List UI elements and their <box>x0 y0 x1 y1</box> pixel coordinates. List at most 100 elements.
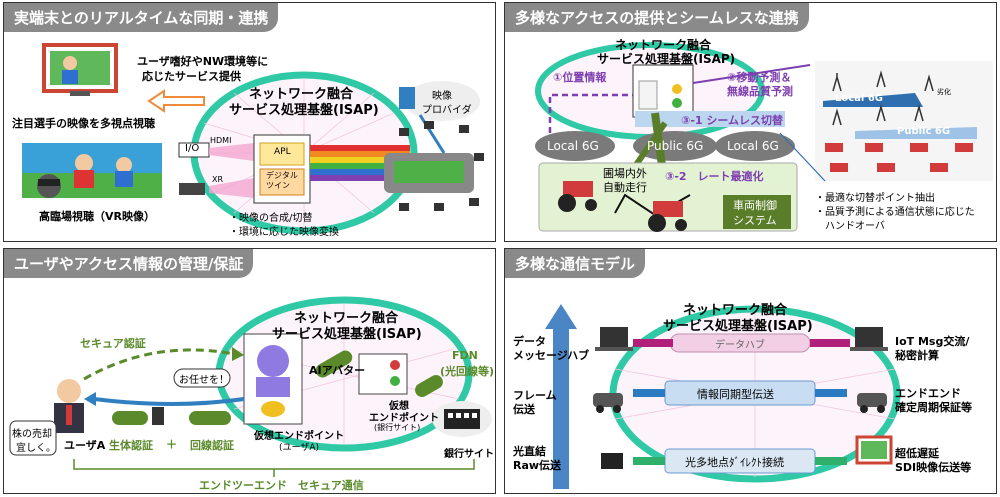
cloud-local-a <box>535 131 615 161</box>
avatar-arrow <box>93 397 245 406</box>
layer-direct-label: 光多地点ﾀﾞｲﾚｸﾄ接続 <box>685 456 784 469</box>
panel-comm-models: 多様な通信モデル ネットワーク融合 サービス処理基盤(ISAP) デ <box>504 248 997 494</box>
user-pref-text: ユーザ嗜好やNW環境等に <box>137 55 269 68</box>
vep-user-label2: (ユーザA) <box>279 443 319 453</box>
vep-bank-label3: (銀行サイト) <box>374 423 421 432</box>
ai-avatar-label: AIアバター <box>309 364 366 377</box>
fdn-label2: (光回線等) <box>440 365 495 378</box>
e2e-label: エンドツーエンド セキュア通信 <box>199 479 364 492</box>
tractor-icon <box>558 181 597 212</box>
rate-label: ③-2 レート最適化 <box>665 170 764 183</box>
bullet-switch: ・最適な切替ポイント抽出 <box>815 193 935 204</box>
field-auto-label2: 自動走行 <box>603 181 647 194</box>
vr-device <box>179 183 205 195</box>
panel-title: 多様な通信モデル <box>505 249 646 278</box>
degrade-label: 劣化 <box>937 88 951 96</box>
iot-label: IoT Msg交流/ <box>895 335 970 348</box>
io-label: I/O <box>185 143 200 154</box>
move-pred-label2: 無線品質予測 <box>727 85 793 98</box>
laptop-icon <box>855 327 883 347</box>
secure-auth-label: セキュア認証 <box>80 337 146 350</box>
apl-label: APL <box>274 147 291 157</box>
seamless-bar <box>635 111 785 127</box>
move-pred-label: ②移動予測＆ <box>727 71 792 84</box>
leave-it-text: お任せを！ <box>179 375 229 386</box>
field-auto-label: 圃場内外 <box>603 167 647 180</box>
isap-title-line1: ネットワーク融合 <box>294 311 399 326</box>
sdi-label: 超低遅延 <box>895 447 939 460</box>
position-arrow <box>548 93 633 133</box>
cloud-local-b <box>715 131 795 161</box>
orange-arrow <box>147 89 205 113</box>
bank-site-box <box>358 353 408 395</box>
position-label: ①位置情報 <box>553 71 607 84</box>
bank-pill <box>415 375 443 397</box>
xr-label: XR <box>212 175 224 184</box>
panel2-diagram <box>535 42 993 232</box>
layer-hub-label: データハブ <box>715 340 765 351</box>
bullet-compose: ・映像の合成/切替 <box>229 213 313 224</box>
user-pref-text2: 応じたサービス提供 <box>142 70 241 83</box>
bio-auth-label: 生体認証 <box>109 439 153 452</box>
rainbow-beam <box>310 145 410 181</box>
e2e-label: エンドエンド <box>895 387 961 400</box>
data-hub-label: データ <box>513 335 546 348</box>
beam <box>209 143 254 161</box>
line-auth-label: 回線認証 <box>190 439 234 452</box>
car-icon <box>857 393 887 413</box>
vr-text: 高臨場視聴（VR映像） <box>39 210 155 223</box>
line-pill <box>189 411 231 425</box>
stock-bubble <box>9 420 57 456</box>
bank-site-label: 銀行サイト <box>444 449 494 460</box>
panel-access-seamless: 多様なアクセスの提供とシームレスな連携 <box>504 2 997 242</box>
bullet-quality: ・品質予測による通信状態に応じた <box>815 207 975 218</box>
bio-pill <box>112 411 148 425</box>
isap-title-line1: ネットワーク融合 <box>615 38 712 52</box>
frame-label: フレーム <box>513 389 557 402</box>
local6g-band <box>823 93 923 107</box>
panel-title: 実端末とのリアルタイムな同期・連携 <box>4 3 279 32</box>
provider-label2: プロバイダ <box>422 105 472 116</box>
bullet-convert: ・環境に応じた映像変換 <box>229 227 339 238</box>
provider-label: 映像 <box>432 91 452 102</box>
panel4-diagram <box>545 304 901 489</box>
e2e-bracket <box>73 459 475 477</box>
vep-bank-label2: エンドポイント <box>369 413 439 424</box>
bullet-handover: ハンドオーバ <box>815 221 885 232</box>
cloud-local-a-label: Local 6G <box>547 139 599 153</box>
tractor-icon <box>648 201 687 232</box>
frame-label2: 伝送 <box>513 403 535 416</box>
right-local-label: Local 6G <box>835 93 883 104</box>
laptop-icon <box>600 327 628 347</box>
digital-twin-label: デジタル ツイン <box>266 171 298 190</box>
panel3-diagram <box>9 296 492 477</box>
panel-realtime-sync: 実端末とのリアルタイムな同期・連携 <box>3 2 496 242</box>
hdmi-label: HDMI <box>210 136 232 145</box>
panel-title: 多様なアクセスの提供とシームレスな連携 <box>505 3 809 32</box>
cloud-public-label: Public 6G <box>647 139 704 153</box>
stock-text2: 宜しく。 <box>16 443 56 454</box>
isap-title-line2: サービス処理基盤(ISAP) <box>272 327 422 342</box>
panel-user-management: ユーザやアクセス情報の管理/保証 <box>3 248 496 494</box>
vehicle-ctrl-box <box>723 195 791 229</box>
panel1-diagram <box>22 43 484 235</box>
camera-icon <box>601 453 623 469</box>
vep-bank-label: 仮想 <box>389 401 409 412</box>
vehicle-ctrl-label2: システム <box>733 214 777 227</box>
phone-icon <box>152 407 164 425</box>
isap-title-line1: ネットワーク融合 <box>683 303 788 318</box>
layer-arrow <box>545 304 577 489</box>
leave-it-bubble <box>173 368 231 388</box>
user-a-figure <box>54 379 84 433</box>
layer-sync-label: 情報同期型伝送 <box>697 388 774 401</box>
e2e-label2: 確定周期保証等 <box>895 401 972 414</box>
isap-title-line2: サービス処理基盤(ISAP) <box>663 319 813 334</box>
sdi-label2: SDI映像伝送等 <box>895 461 972 474</box>
stock-text: 株の売却 <box>12 429 52 440</box>
cloud-local-b-label: Local 6G <box>727 139 779 153</box>
seamless-label: ③-1 シームレス切替 <box>681 114 784 127</box>
car-icon <box>593 393 623 413</box>
panel-title: ユーザやアクセス情報の管理/保証 <box>4 249 254 278</box>
public6g-band <box>855 127 977 139</box>
server-icon <box>399 87 415 109</box>
